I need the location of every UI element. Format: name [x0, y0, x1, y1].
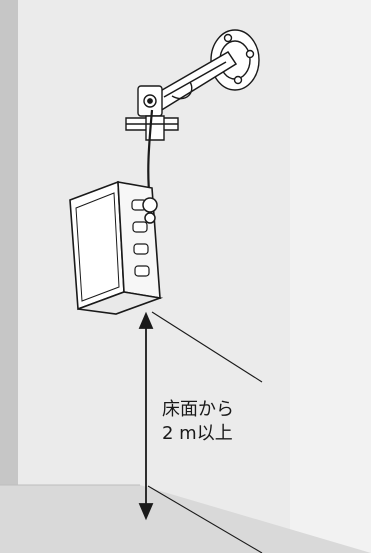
height-label-line1: 床面から	[162, 399, 234, 420]
wall-face	[18, 0, 371, 553]
floor	[0, 485, 371, 553]
height-label-line2: 2 m以上	[162, 423, 233, 444]
wall-right-plane	[290, 0, 371, 553]
height-label: 床面から 2 m以上	[162, 398, 234, 446]
speaker-eye-bolt	[142, 197, 158, 224]
dimension-guides	[147, 311, 263, 553]
height-dimension-arrow	[138, 311, 154, 521]
safety-wire-loop	[171, 81, 193, 100]
wall-side	[0, 0, 18, 553]
wall-mount-bracket	[210, 29, 260, 91]
speaker-side-slots	[131, 199, 150, 277]
bracket-joint	[137, 85, 163, 117]
